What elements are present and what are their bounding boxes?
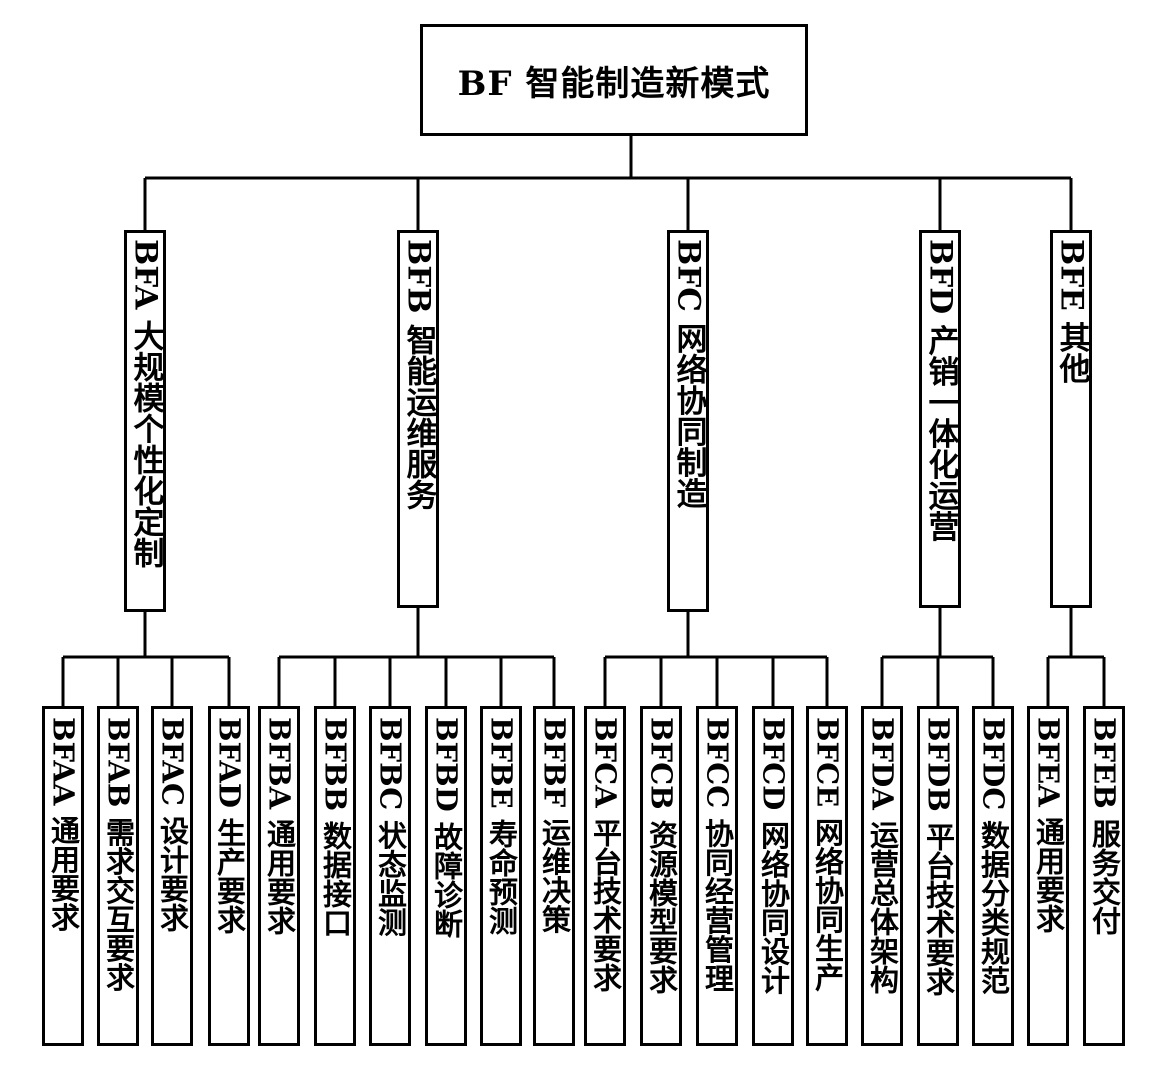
leaf-node-bfaa: BFAA 通用要求 <box>42 706 84 1046</box>
leaf-label: BFDB 平台技术要求 <box>921 717 956 996</box>
category-label: BFC 网络协同制造 <box>670 239 707 509</box>
leaf-label: BFBC 状态监测 <box>373 717 408 937</box>
leaf-label: BFAB 需求交互要求 <box>101 717 136 992</box>
category-node-bfb: BFB 智能运维服务 <box>397 230 439 608</box>
category-node-bfe: BFE 其他 <box>1050 230 1092 608</box>
leaf-node-bfbf: BFBF 运维决策 <box>533 706 575 1046</box>
leaf-label: BFCA 平台技术要求 <box>588 717 623 992</box>
leaf-node-bfda: BFDA 运营总体架构 <box>861 706 903 1046</box>
category-label: BFB 智能运维服务 <box>400 239 437 511</box>
leaf-label: BFAC 设计要求 <box>155 717 190 933</box>
leaf-label: BFCE 网络协同生产 <box>810 717 845 992</box>
leaf-label: BFBD 故障诊断 <box>429 717 464 938</box>
leaf-label: BFDC 数据分类规范 <box>976 717 1011 995</box>
leaf-label: BFBE 寿命预测 <box>484 717 519 935</box>
leaf-label: BFDA 运营总体架构 <box>865 717 900 994</box>
leaf-node-bfdb: BFDB 平台技术要求 <box>917 706 959 1046</box>
leaf-node-bfdc: BFDC 数据分类规范 <box>972 706 1014 1046</box>
category-label: BFD 产销一体化运营 <box>922 239 959 542</box>
leaf-node-bfcb: BFCB 资源模型要求 <box>640 706 682 1046</box>
leaf-node-bfbb: BFBB 数据接口 <box>314 706 356 1046</box>
leaf-node-bfca: BFCA 平台技术要求 <box>584 706 626 1046</box>
leaf-node-bfba: BFBA 通用要求 <box>258 706 300 1046</box>
category-node-bfc: BFC 网络协同制造 <box>667 230 709 612</box>
leaf-label: BFAD 生产要求 <box>212 717 247 935</box>
root-label: BF 智能制造新模式 <box>457 63 771 104</box>
leaf-node-bfac: BFAC 设计要求 <box>151 706 193 1046</box>
category-label: BFE 其他 <box>1053 239 1090 384</box>
leaf-label: BFCB 资源模型要求 <box>644 717 679 994</box>
leaf-label: BFEB 服务交付 <box>1087 717 1122 935</box>
leaf-node-bfcc: BFCC 协同经营管理 <box>696 706 738 1046</box>
category-node-bfa: BFA 大规模个性化定制 <box>124 230 166 612</box>
leaf-label: BFBA 通用要求 <box>262 717 297 936</box>
leaf-node-bfeb: BFEB 服务交付 <box>1083 706 1125 1046</box>
leaf-node-bfcd: BFCD 网络协同设计 <box>752 706 794 1046</box>
leaf-node-bfbe: BFBE 寿命预测 <box>480 706 522 1046</box>
leaf-label: BFCD 网络协同设计 <box>756 717 791 995</box>
category-node-bfd: BFD 产销一体化运营 <box>919 230 961 608</box>
leaf-label: BFEA 通用要求 <box>1031 717 1066 933</box>
leaf-node-bfab: BFAB 需求交互要求 <box>97 706 139 1046</box>
root-node: BF 智能制造新模式 <box>420 24 808 136</box>
leaf-label: BFCC 协同经营管理 <box>700 717 735 993</box>
leaf-node-bfce: BFCE 网络协同生产 <box>806 706 848 1046</box>
leaf-node-bfea: BFEA 通用要求 <box>1027 706 1069 1046</box>
leaf-label: BFAA 通用要求 <box>46 717 81 932</box>
category-label: BFA 大规模个性化定制 <box>127 239 164 569</box>
leaf-node-bfbd: BFBD 故障诊断 <box>425 706 467 1046</box>
leaf-label: BFBB 数据接口 <box>318 717 353 938</box>
leaf-node-bfad: BFAD 生产要求 <box>208 706 250 1046</box>
leaf-label: BFBF 运维决策 <box>537 717 572 934</box>
leaf-node-bfbc: BFBC 状态监测 <box>369 706 411 1046</box>
